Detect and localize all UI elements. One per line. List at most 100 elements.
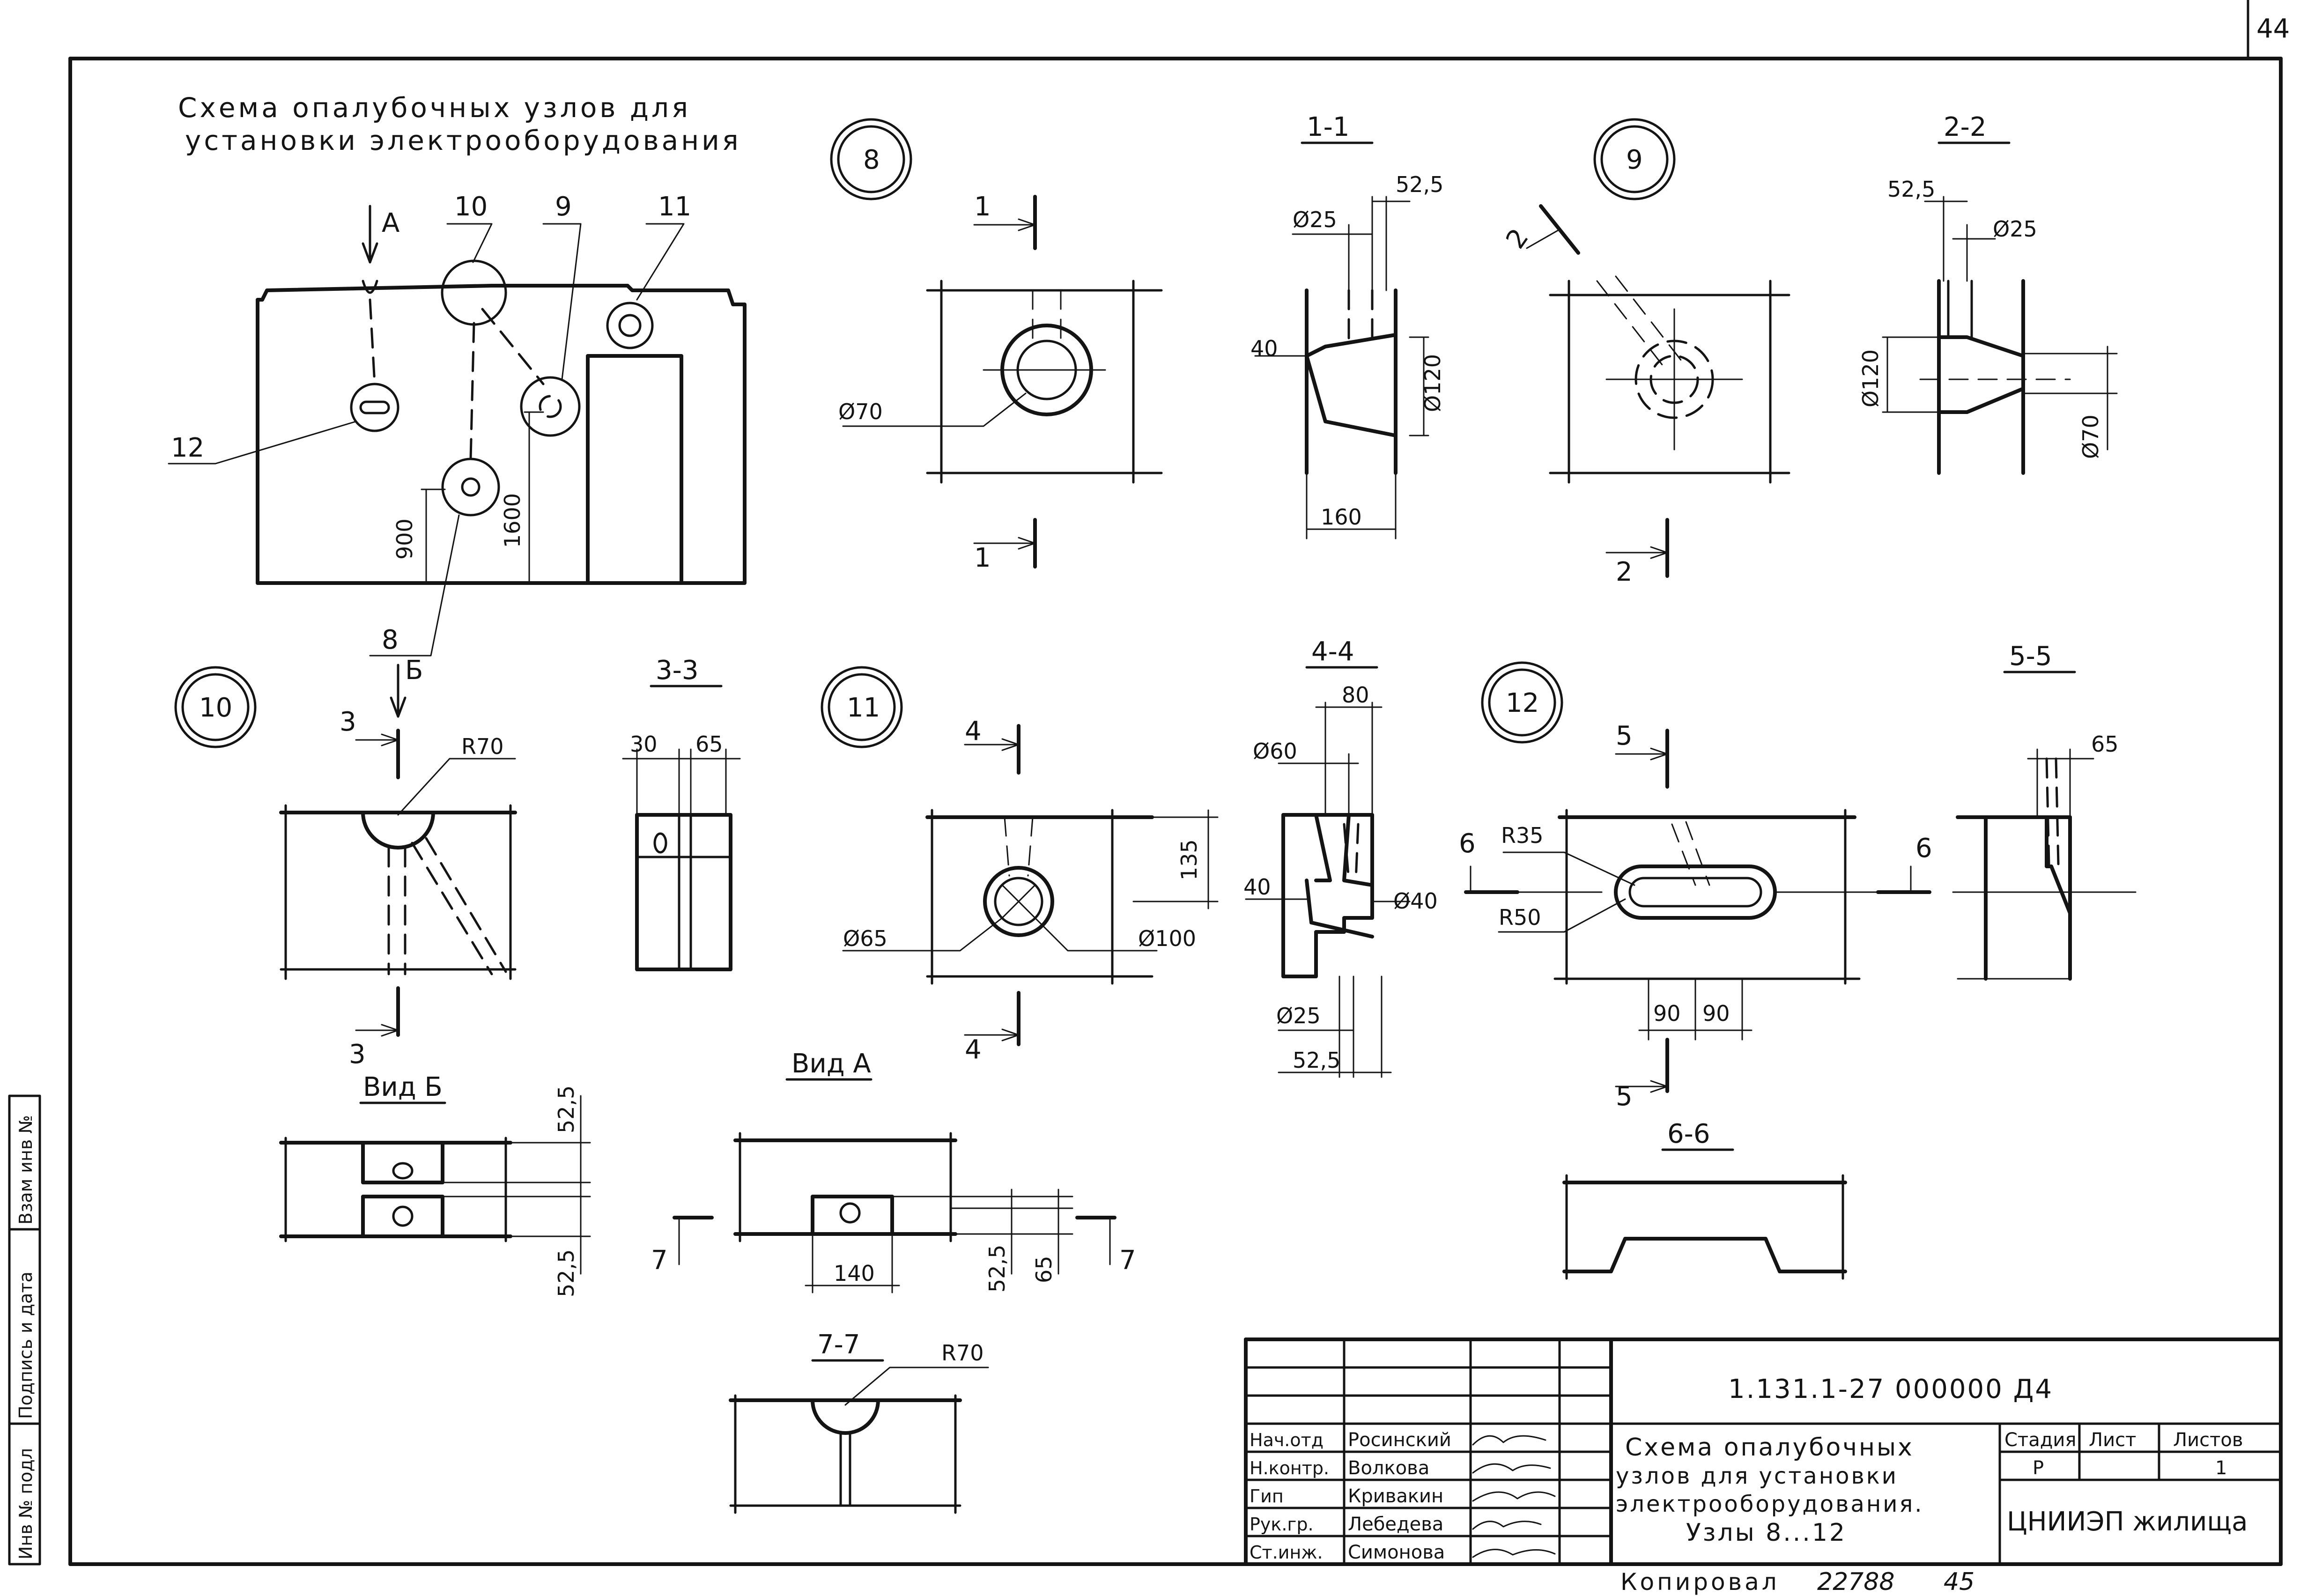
node-9-plan	[1526, 204, 1790, 578]
s11-dim-52-5: 52,5	[1396, 172, 1443, 197]
s11-dim-160: 160	[1321, 504, 1362, 530]
s22-dim-d70: Ø70	[2078, 414, 2103, 459]
s44-dim-40: 40	[1243, 874, 1271, 900]
s22-dim-52-5: 52,5	[1887, 177, 1935, 202]
name-lebedeva: Лебедева	[1348, 1514, 1443, 1535]
node-10-cut-bottom: 3	[349, 1039, 366, 1070]
sheet-header: Лист	[2089, 1429, 2136, 1451]
s44-dim-80: 80	[1342, 682, 1369, 708]
node-12-dim-r50: R50	[1499, 905, 1541, 930]
callout-8: 8	[382, 625, 399, 655]
node-8-cut-bottom: 1	[974, 543, 991, 573]
node-8-diameter: Ø70	[838, 399, 883, 424]
view-a-dim-65: 65	[1031, 1256, 1057, 1283]
node-8-label: 8	[863, 145, 880, 175]
view-a-dim-140: 140	[834, 1261, 875, 1286]
s44-dim-52-5: 52,5	[1293, 1048, 1340, 1073]
section-b-arrowhead	[390, 696, 407, 718]
view-b-drawing	[279, 1095, 591, 1275]
section-5-5-drawing	[1952, 748, 2137, 981]
node-12-plan	[1464, 729, 1931, 1093]
node-12-label: 12	[1506, 688, 1539, 718]
node-9-cut-bottom: 2	[1616, 557, 1633, 587]
role-senior-engineer: Ст.инж.	[1250, 1542, 1323, 1563]
view-a-title: Вид А	[791, 1049, 871, 1079]
main-title-line1: Схема опалубочных узлов для	[178, 92, 691, 124]
name-simonova: Симонова	[1348, 1542, 1445, 1563]
node-12-cut6-left: 6	[1459, 828, 1476, 859]
side-stamp-replace: Взам инв №	[15, 1115, 36, 1225]
node-11-cut-bottom: 4	[965, 1034, 982, 1065]
footer-copy-number: 22788	[1817, 1568, 1894, 1596]
s55-dim-65: 65	[2091, 732, 2119, 757]
view-a-marker: А	[382, 208, 399, 238]
view-a-cut-right: 7	[1119, 1245, 1136, 1276]
section-1-1-title: 1-1	[1307, 112, 1349, 142]
stage-header: Стадия	[2004, 1429, 2076, 1451]
s22-dim-d25: Ø25	[1993, 216, 2037, 242]
node-12-cut5-bottom: 5	[1616, 1081, 1633, 1112]
s44-dim-d60: Ø60	[1253, 739, 1297, 764]
section-6-6-title: 6-6	[1667, 1119, 1710, 1149]
side-stamp-inv: Инв № подл	[15, 1448, 36, 1559]
title-block	[1244, 1337, 2283, 1566]
name-volkova: Волкова	[1348, 1457, 1429, 1479]
signatures	[1472, 1435, 1556, 1558]
section-3-3-drawing	[622, 748, 741, 971]
node-12-cut6-right: 6	[1915, 833, 1932, 864]
node-12-cut5-top: 5	[1616, 721, 1633, 751]
side-stamp-sign: Подпись и дата	[15, 1271, 36, 1419]
section-4-4-drawing	[1245, 702, 1411, 1078]
view-a-cut-left: 7	[651, 1245, 668, 1276]
section-7-7-title: 7-7	[817, 1330, 860, 1360]
section-4-4-title: 4-4	[1311, 636, 1354, 667]
s33-dim-65: 65	[695, 732, 723, 757]
s44-dim-d40: Ø40	[1393, 888, 1438, 914]
node-8-plan	[842, 195, 1163, 569]
section-b-marker: Б	[405, 655, 423, 686]
node-11-plan	[842, 724, 1219, 1046]
section-2-2-title: 2-2	[1944, 112, 1986, 142]
node-10-cut-top: 3	[340, 707, 356, 737]
description-line2: узлов для установки	[1616, 1463, 1898, 1489]
s11-dim-40: 40	[1250, 336, 1278, 361]
node-8-callout	[830, 118, 912, 200]
callout-9: 9	[555, 192, 572, 222]
s11-dim-d120: Ø120	[1420, 354, 1445, 412]
sheets-header: Листов	[2173, 1429, 2243, 1451]
sheets-value: 1	[2215, 1457, 2227, 1479]
footer-format: 45	[1944, 1568, 1974, 1596]
organization: ЦНИИЭП жилища	[2007, 1507, 2248, 1537]
view-a-dim-52-5: 52,5	[984, 1245, 1010, 1293]
overview-scheme	[168, 205, 747, 657]
callout-11: 11	[658, 192, 691, 222]
node-10-label: 10	[199, 693, 232, 723]
node-10-plan	[279, 729, 517, 1037]
view-b-dim-bottom: 52,5	[554, 1249, 579, 1297]
view-b-dim-top: 52,5	[554, 1086, 579, 1133]
section-7-7-radius: R70	[941, 1340, 984, 1366]
stage-value: Р	[2033, 1457, 2044, 1479]
node-9-label: 9	[1626, 145, 1643, 175]
node-9-callout	[1593, 118, 1676, 200]
node-12-dim-90b: 90	[1702, 1001, 1730, 1026]
role-head-dept: Нач.отд	[1250, 1430, 1324, 1450]
s44-dim-d25: Ø25	[1276, 1003, 1321, 1028]
description-line1: Схема опалубочных	[1625, 1433, 1914, 1462]
role-chief-engineer: Гип	[1250, 1486, 1284, 1507]
section-6-6-drawing	[1562, 1174, 1847, 1280]
node-11-cut-top: 4	[965, 716, 982, 746]
sheet-number: 44	[2256, 14, 2290, 44]
description-line3: электрооборудования.	[1616, 1491, 1924, 1517]
node-11-dim-d100: Ø100	[1138, 926, 1196, 951]
sheet-frame	[68, 0, 2283, 1566]
doc-code: 1.131.1-27 000000 Д4	[1728, 1374, 2053, 1404]
node-10-radius: R70	[461, 734, 504, 759]
section-3-3-title: 3-3	[656, 655, 698, 686]
description-line4: Узлы 8...12	[1686, 1519, 1847, 1547]
node-12-callout	[1481, 661, 1563, 744]
node-11-callout	[821, 666, 903, 748]
name-rosinsky: Росинский	[1348, 1429, 1451, 1451]
section-1-1-drawing	[1254, 196, 1429, 539]
